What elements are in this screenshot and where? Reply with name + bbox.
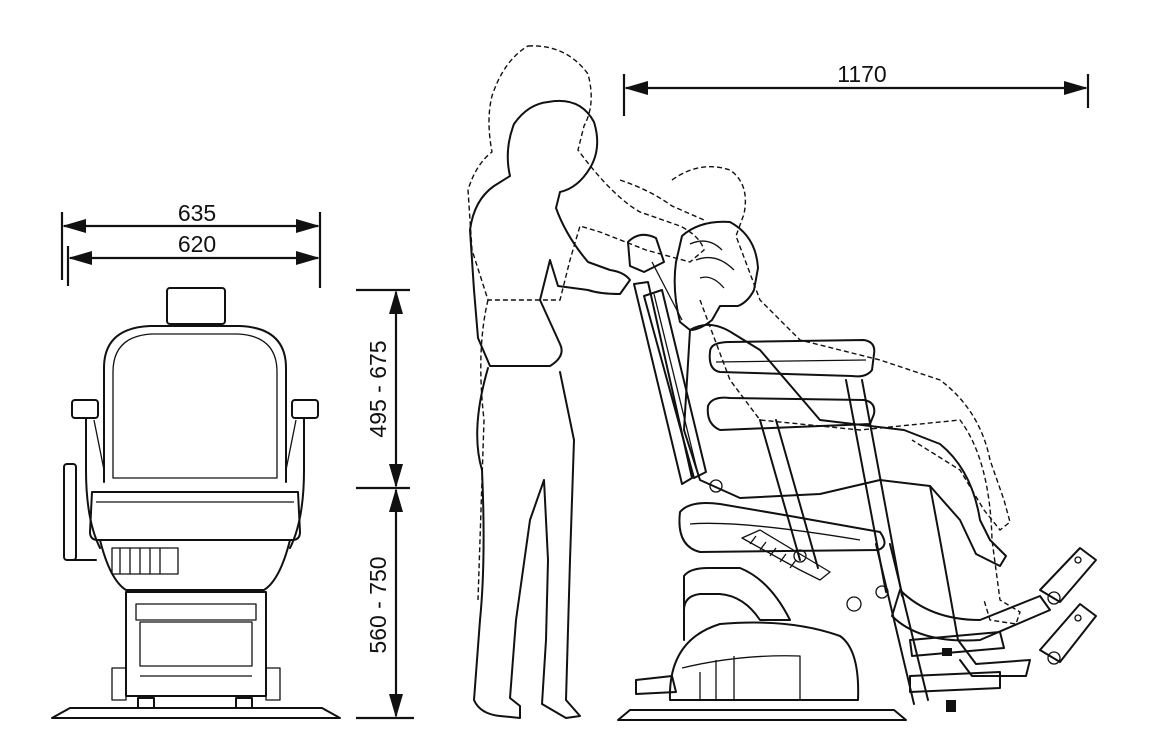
dimension-width-inner: 620: [66, 231, 320, 286]
barber-ghost-figure: [467, 45, 705, 601]
dimension-seat-height: 560 - 750: [356, 488, 414, 720]
side-view-chair: [617, 233, 1097, 721]
dimension-width-outer: 635: [60, 200, 322, 288]
dimension-label-560-750: 560 - 750: [365, 556, 391, 653]
front-view-chair: [51, 287, 341, 719]
dimension-label-635: 635: [178, 200, 216, 226]
dimension-label-495-675: 495 - 675: [365, 340, 391, 437]
dimension-depth: 1170: [622, 61, 1090, 116]
dimension-backrest-height: 495 - 675: [356, 288, 410, 490]
dimension-label-620: 620: [178, 231, 216, 257]
client-ghost-figure: [619, 166, 1021, 625]
dimension-label-1170: 1170: [837, 61, 886, 87]
barber-figure: [469, 100, 631, 719]
client-figure: [673, 220, 1031, 677]
